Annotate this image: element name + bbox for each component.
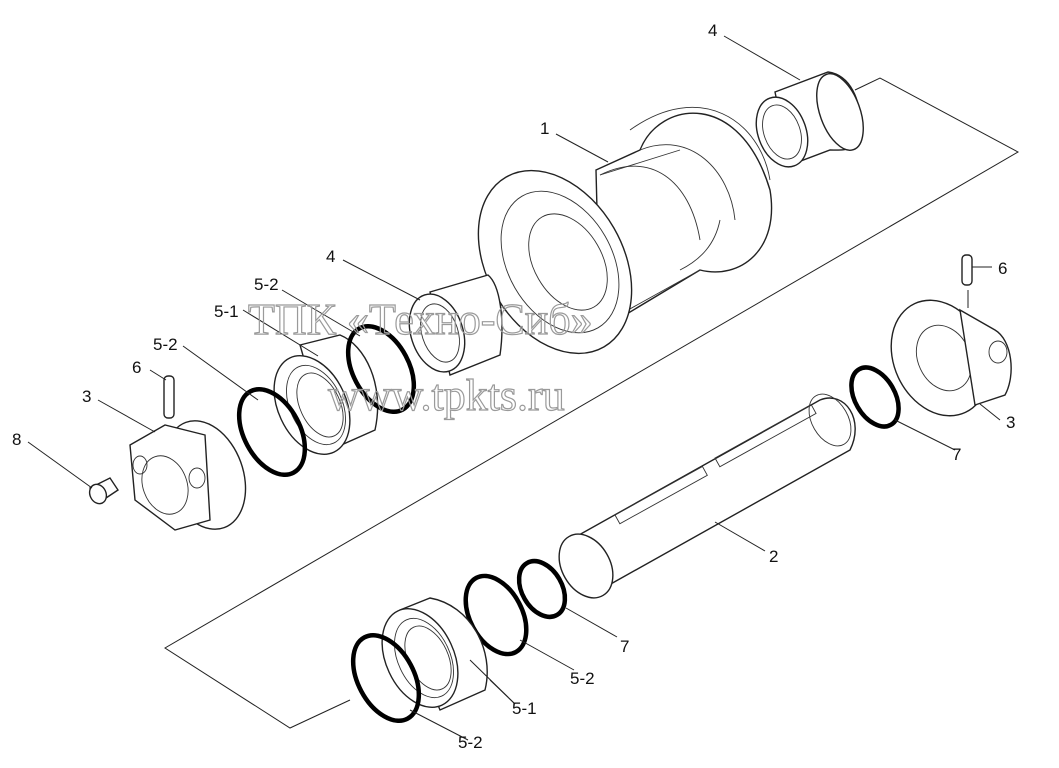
pin-part-6-left: [163, 375, 175, 419]
callout-5-2-upper-a: 5-2: [254, 275, 279, 294]
o-ring-7-lower: [516, 558, 568, 620]
callout-3-right: 3: [1006, 413, 1015, 432]
callout-2: 2: [769, 547, 778, 566]
callout-5-2-upper-b: 5-2: [153, 335, 178, 354]
o-ring-5-2-upper-a: [345, 324, 417, 414]
roller-body-part-1: [477, 106, 773, 355]
o-ring-7-upper: [849, 365, 901, 429]
callout-7-lower: 7: [620, 637, 629, 656]
watermark-line-1: ТПК «Техно-Сиб»: [248, 295, 593, 344]
shaft-part-2: [558, 393, 856, 599]
callout-5-2-lower-a: 5-2: [570, 669, 595, 688]
callout-7-upper: 7: [952, 445, 961, 464]
callout-4-middle: 4: [326, 247, 335, 266]
o-ring-5-2-lower-b: [350, 633, 422, 723]
callout-6-left: 6: [132, 358, 141, 377]
callout-5-1-upper: 5-1: [214, 302, 239, 321]
callout-5-2-lower-b: 5-2: [458, 733, 483, 752]
callout-1: 1: [540, 119, 549, 138]
end-collar-part-3-left: [129, 420, 247, 531]
callout-8: 8: [12, 430, 21, 449]
callout-6-right: 6: [998, 259, 1007, 278]
pin-part-6-right: [961, 254, 973, 286]
assembly-frame: [164, 77, 1020, 729]
watermark-line-2: www.tpkts.ru: [328, 371, 565, 420]
bushing-part-4-middle: [408, 274, 503, 376]
leader-lines: [27, 35, 1001, 741]
end-collar-part-3-right: [890, 299, 1012, 417]
callout-3-left: 3: [82, 387, 91, 406]
bushing-part-4-top: [755, 71, 864, 168]
seal-part-5-1-upper: [273, 334, 379, 455]
seal-part-5-1-lower: [381, 597, 488, 711]
grease-fitting-part-8: [88, 477, 119, 505]
callout-5-1-lower: 5-1: [512, 699, 537, 718]
callout-4-top: 4: [708, 21, 717, 40]
o-ring-5-2-upper-b: [236, 387, 308, 477]
